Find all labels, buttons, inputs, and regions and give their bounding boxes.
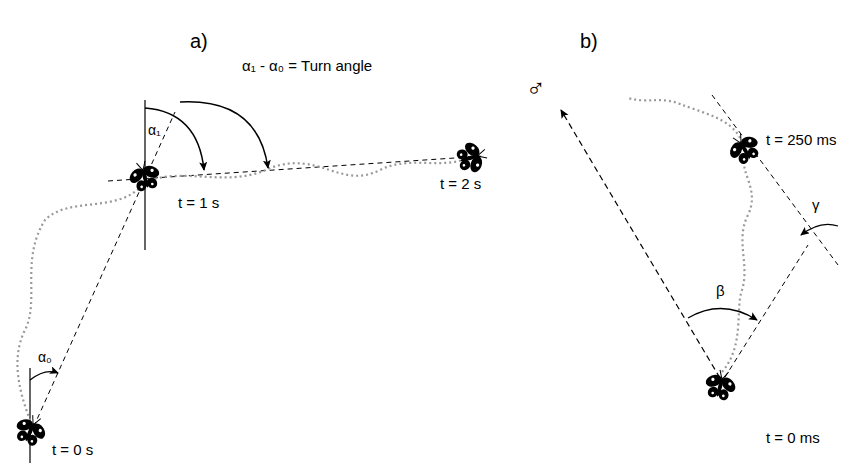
male-symbol: ♂ [526, 74, 546, 103]
panel-letter: b) [580, 30, 598, 52]
angle-equation: α₁ - α₀ = Turn angle [242, 58, 372, 75]
time-label: t = 250 ms [766, 132, 836, 149]
angle-label: β [716, 283, 725, 300]
angle-label: α₀ [38, 350, 52, 365]
time-label: t = 0 s [52, 442, 93, 459]
panel-letter: a) [190, 30, 208, 52]
time-label: t = 1 s [178, 195, 219, 212]
time-label: t = 0 ms [766, 430, 820, 447]
angle-label: γ [812, 197, 820, 214]
time-label: t = 2 s [440, 176, 481, 193]
angle-label: α₁ [148, 123, 161, 138]
